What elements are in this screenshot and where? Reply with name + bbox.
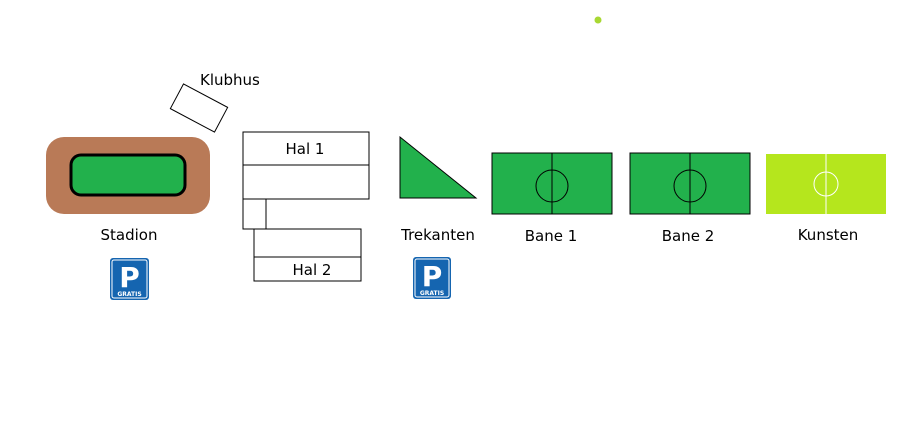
- kunsten-label: Kunsten: [798, 226, 859, 244]
- bane-1-label: Bane 1: [525, 227, 578, 245]
- hal-2-bottom: [253, 256, 362, 282]
- hal-1-label: Hal 1: [286, 140, 325, 158]
- hal-2[interactable]: Hal 2: [253, 228, 362, 282]
- trekanten[interactable]: Trekanten: [399, 135, 478, 244]
- bane-1-center-circle: [535, 169, 569, 203]
- parking-sign-icon: P GRATIS: [413, 257, 451, 299]
- hal-1-top: [242, 131, 370, 166]
- parking-sublabel: GRATIS: [420, 290, 444, 297]
- klubhus[interactable]: Klubhus: [169, 71, 260, 133]
- kunsten[interactable]: Kunsten: [766, 154, 886, 244]
- hal-2-label: Hal 2: [293, 261, 332, 279]
- bane-1[interactable]: Bane 1: [491, 152, 613, 245]
- bane-2[interactable]: Bane 2: [629, 152, 751, 245]
- parking-sublabel: GRATIS: [117, 291, 141, 298]
- bane-2-label: Bane 2: [662, 227, 715, 245]
- parking-letter: P: [119, 261, 140, 294]
- trekanten-label: Trekanten: [400, 226, 475, 244]
- stadion-pitch: [69, 153, 187, 197]
- hal-connector: [242, 198, 267, 230]
- stadion-label: Stadion: [101, 226, 158, 244]
- klubhus-label: Klubhus: [200, 71, 260, 89]
- bane-2-center-circle: [673, 169, 707, 203]
- hal-1-bottom: [242, 164, 370, 200]
- klubhus-building: [169, 83, 229, 133]
- trekanten-field: [399, 135, 478, 199]
- kunsten-center-circle: [813, 171, 839, 197]
- parking-letter: P: [422, 260, 443, 293]
- dot-marker-icon: [594, 16, 602, 24]
- hal-2-top: [253, 228, 362, 258]
- parking-sign-icon: P GRATIS: [110, 258, 149, 300]
- hal-1[interactable]: Hal 1: [242, 131, 370, 200]
- stadion[interactable]: Stadion: [46, 137, 210, 244]
